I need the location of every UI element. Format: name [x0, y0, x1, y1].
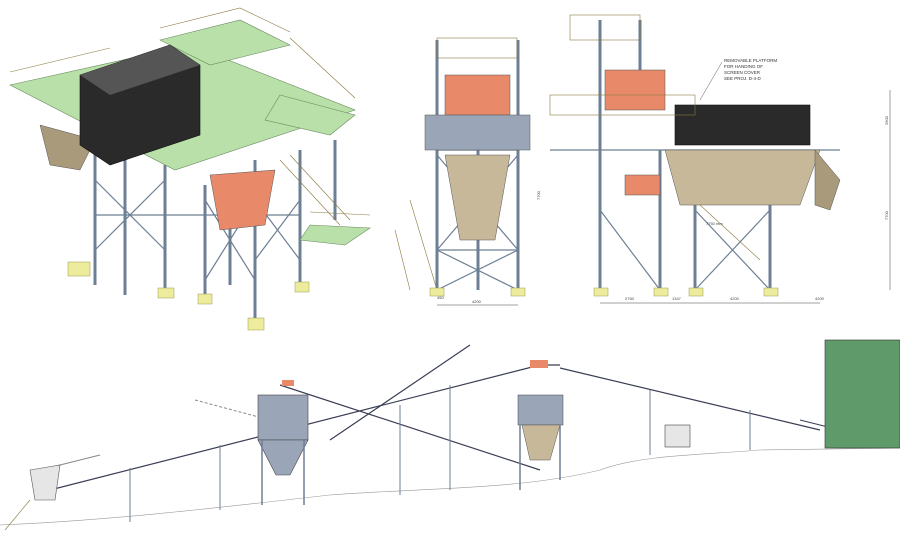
front-height-dimension: 7700 — [536, 190, 541, 200]
side-dimension-3: 4200 — [730, 296, 740, 301]
isometric-view — [9, 7, 371, 331]
svg-text:FOR HANDING OF: FOR HANDING OF — [724, 64, 763, 69]
length-note: 7750 mm — [706, 221, 723, 226]
front-base-dimension: 4200 — [472, 299, 482, 304]
svg-text:SCREEN COVER: SCREEN COVER — [724, 70, 761, 75]
svg-text:REMOVABLE PLATFORM: REMOVABLE PLATFORM — [724, 58, 777, 63]
side-dimension-1: 2750 — [625, 296, 635, 301]
storage-building — [824, 339, 900, 449]
side-dimension-2: 1347 — [672, 296, 682, 301]
conveyors — [39, 344, 881, 491]
plant-layout-elevation — [0, 339, 900, 531]
svg-text:SEE PROJ. D-4-D: SEE PROJ. D-4-D — [724, 76, 762, 81]
side-dimension-4: 4200 — [815, 296, 825, 301]
front-elevation: 4200 450 7700 — [394, 37, 541, 306]
side-top-dimension: 2600 — [884, 115, 889, 125]
side-height-dimension: 7700 — [884, 210, 889, 220]
side-elevation: 2750 1347 4200 4200 7700 2600 7750 mm RE… — [549, 14, 891, 304]
front-small-dimension: 450 — [437, 295, 444, 300]
removable-platform-note: REMOVABLE PLATFORM FOR HANDING OF SCREEN… — [699, 58, 777, 101]
